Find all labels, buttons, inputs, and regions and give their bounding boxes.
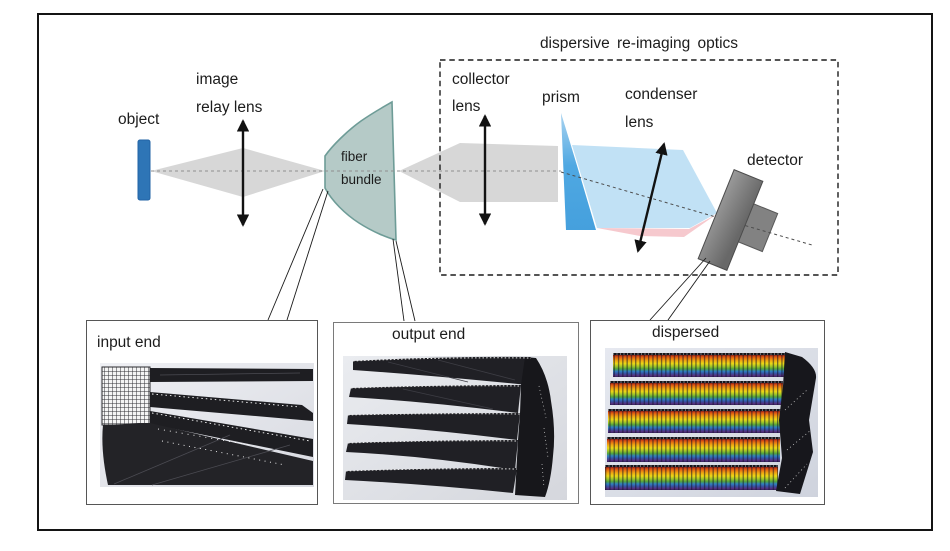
object-label: object: [118, 111, 160, 128]
detector-main: [697, 169, 764, 271]
leader-line-output-b: [395, 240, 416, 322]
beam-dispersed-blue: [572, 145, 717, 228]
object-rect: [137, 139, 151, 201]
dispersive-optics-box: [439, 59, 839, 276]
figure-title: dispersive re-imaging optics: [539, 35, 739, 52]
leader-line-dispersed-a: [649, 257, 707, 321]
leader-line-dispersed-b: [667, 260, 711, 321]
condenser-lens-arrow: [634, 142, 668, 253]
leader-line-input-a: [267, 188, 324, 321]
relay-lens-label: image relay lens: [196, 71, 263, 116]
spectral-band-5: [605, 465, 778, 490]
dispersed-axis: [560, 171, 813, 246]
spectral-band-2: [610, 381, 783, 405]
leader-line-input-b: [286, 190, 329, 321]
fiber-ribbon-3: [150, 411, 313, 457]
spectral-band-4: [607, 437, 780, 462]
output-end-label: output end: [392, 326, 466, 343]
dispersed-bundle-mass: [776, 352, 817, 494]
spectral-band-3: [608, 409, 782, 433]
output-wing-1: [353, 356, 531, 385]
prism-label: prism: [542, 89, 580, 106]
condenser-lens-label: condenser lens: [625, 86, 698, 131]
fiber-ribbon-2: [150, 392, 313, 421]
dispersed-render: [605, 348, 818, 497]
prism-shape: [561, 113, 596, 230]
beam-object-to-bundle: [151, 148, 325, 197]
fiber-bundle-label: fiber bundle: [341, 149, 382, 187]
beam-bundle-to-prism: [399, 143, 558, 202]
output-bundle-mass: [515, 357, 555, 497]
fiber-base-mass: [102, 423, 313, 485]
collector-lens-label: collector lens: [452, 71, 510, 115]
input-end-render: [100, 363, 314, 487]
spectral-bands: [605, 353, 785, 490]
output-wing-3: [347, 413, 520, 440]
beam-dispersed-red: [597, 214, 717, 237]
fiber-ribbon-1: [150, 368, 313, 382]
input-end-label: input end: [97, 334, 161, 351]
output-wing-4: [346, 440, 518, 470]
figure-border: [37, 13, 933, 531]
fiber-bundle-shape: [324, 100, 397, 242]
fiber-grid-face: [101, 366, 151, 426]
output-end-render: [343, 356, 567, 500]
leader-line-output-a: [392, 238, 405, 322]
dispersed-label: dispersed: [652, 324, 720, 341]
output-wing-5: [345, 468, 517, 493]
spectral-band-1: [613, 353, 785, 377]
detector-label: detector: [747, 152, 804, 169]
